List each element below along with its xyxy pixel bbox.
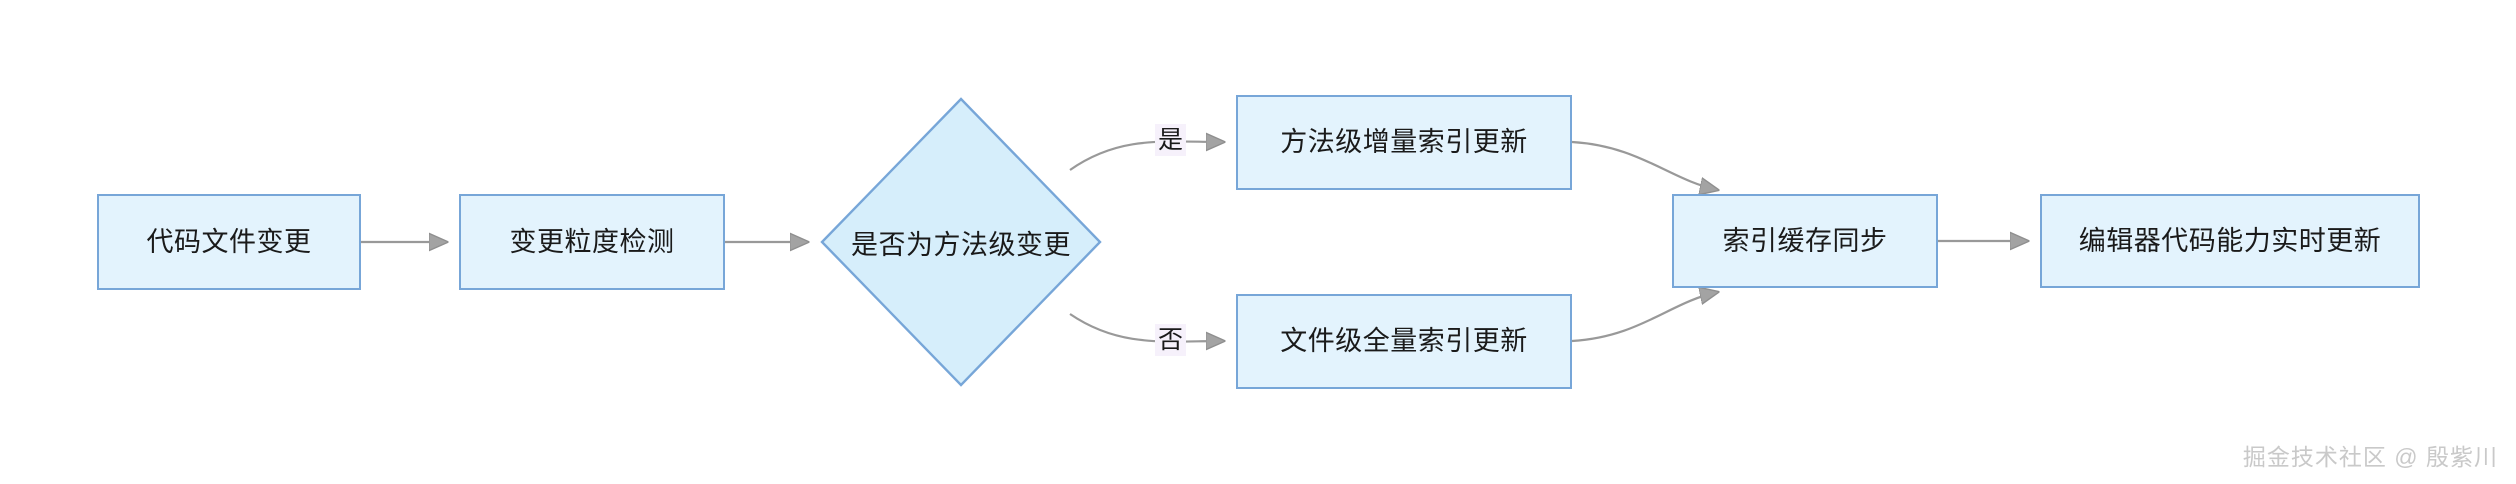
- diamond-shape: [820, 97, 1102, 387]
- edge-n4-n6: [1571, 140, 1718, 190]
- watermark: 掘金技术社区 @ 殷紫川: [2242, 444, 2498, 470]
- node-label: 编辑器代码能力实时更新: [2078, 225, 2382, 256]
- node-code-file-change[interactable]: 代码文件变更: [97, 194, 361, 290]
- edge-label-yes: 是: [1155, 124, 1187, 156]
- node-change-granularity-detection[interactable]: 变更粒度检测: [459, 194, 725, 290]
- node-file-level-full-index-update[interactable]: 文件级全量索引更新: [1236, 294, 1572, 389]
- node-label: 是否为方法级变更: [851, 229, 1071, 260]
- edge-n5-n6: [1571, 292, 1718, 343]
- node-label: 索引缓存同步: [1722, 225, 1888, 256]
- node-label: 方法级增量索引更新: [1280, 127, 1528, 157]
- node-index-cache-sync[interactable]: 索引缓存同步: [1672, 194, 1938, 288]
- node-method-level-incremental-index-update[interactable]: 方法级增量索引更新: [1236, 95, 1572, 190]
- node-label: 文件级全量索引更新: [1280, 326, 1528, 356]
- node-editor-code-capability-realtime-update[interactable]: 编辑器代码能力实时更新: [2040, 194, 2420, 288]
- node-label: 变更粒度检测: [509, 226, 675, 257]
- node-decision-is-method-level-change[interactable]: 是否为方法级变更: [820, 97, 1102, 387]
- edge-label-no: 否: [1155, 324, 1187, 356]
- node-label: 代码文件变更: [146, 226, 312, 257]
